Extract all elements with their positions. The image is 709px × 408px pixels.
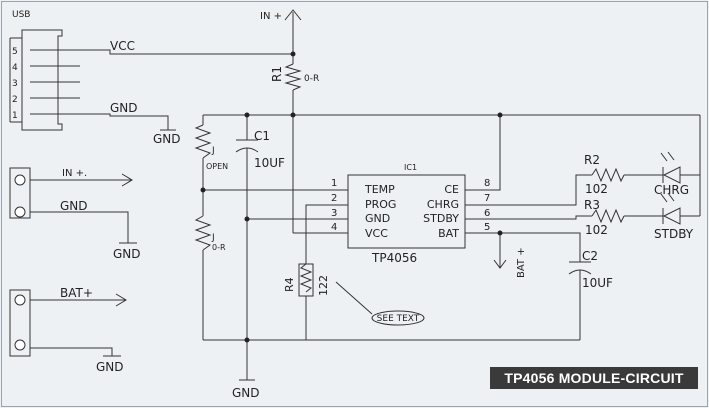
usb-pin-4: 4	[12, 63, 18, 73]
usb-vcc-label: VCC	[110, 39, 135, 53]
r1-ref: R1	[270, 66, 284, 82]
led-chrg-label: CHRG	[654, 183, 689, 197]
led-stdby-label: STDBY	[654, 227, 694, 241]
ic-pin-4-num: 4	[331, 222, 337, 233]
ic-pin-ce: CE	[444, 183, 459, 196]
r1-value: 0-R	[304, 74, 319, 84]
conn-bat-label: BAT+	[60, 286, 93, 300]
ic-pin-3-num: 3	[331, 208, 337, 219]
ic-pin-vcc: VCC	[365, 227, 388, 240]
title-banner: TP4056 MODULE-CIRCUIT	[490, 367, 698, 389]
c2-ref: C2	[582, 249, 598, 263]
ic-pin-gnd: GND	[365, 212, 390, 225]
bat-plus-right-label: BAT +	[516, 247, 527, 278]
ic-name: TP4056	[371, 251, 417, 265]
in-plus-top-label: IN +	[260, 11, 282, 22]
r2-ref: R2	[584, 153, 600, 167]
ic-pin-stdby: STDBY	[423, 212, 459, 225]
usb-pin-3: 3	[12, 79, 18, 89]
ic-pin-prog: PROG	[365, 198, 396, 211]
j-0r-ref: J	[211, 233, 215, 243]
usb-gnd-label: GND	[110, 101, 138, 115]
usb-pin-5: 5	[12, 47, 18, 57]
r3-value: 102	[585, 223, 608, 237]
r2-value: 102	[585, 182, 608, 196]
r4-value: 122	[317, 275, 330, 296]
ic-pin-chrg: CHRG	[427, 198, 459, 211]
ic-pin-1-num: 1	[331, 178, 337, 189]
ic-pin-bat: BAT	[438, 227, 459, 240]
ic-pin-5-num: 5	[484, 222, 490, 233]
bottom-gnd-label: GND	[232, 386, 260, 400]
ic-pin-8-num: 8	[484, 178, 490, 189]
r4-ref: R4	[283, 277, 296, 292]
conn-bat-gnd-symbol: GND	[96, 360, 124, 374]
ic-pin-7-num: 7	[484, 193, 490, 204]
usb-title: USB	[12, 10, 30, 20]
usb-connector	[9, 29, 80, 131]
see-text-label: SEE TEXT	[377, 314, 420, 324]
j-0r-value: 0-R	[212, 243, 226, 252]
conn-in-gnd-symbol: GND	[113, 247, 141, 261]
r3-ref: R3	[584, 198, 600, 212]
j-open-value: OPEN	[206, 162, 228, 171]
ic-pin-temp: TEMP	[364, 183, 395, 196]
usb-gnd-symbol-label: GND	[153, 132, 181, 146]
ic-pin-2-num: 2	[331, 193, 337, 204]
c1-value: 10UF	[254, 156, 285, 170]
ic-ref: IC1	[404, 163, 417, 172]
c2-value: 10UF	[582, 276, 613, 290]
c1-ref: C1	[254, 129, 270, 143]
conn-in-label: IN +.	[62, 168, 87, 179]
usb-pin-1: 1	[12, 111, 18, 121]
j-open-ref: J	[211, 146, 215, 156]
ic-pin-6-num: 6	[484, 208, 490, 219]
usb-pin-2: 2	[12, 95, 18, 105]
conn-in-gnd-label: GND	[60, 199, 88, 213]
